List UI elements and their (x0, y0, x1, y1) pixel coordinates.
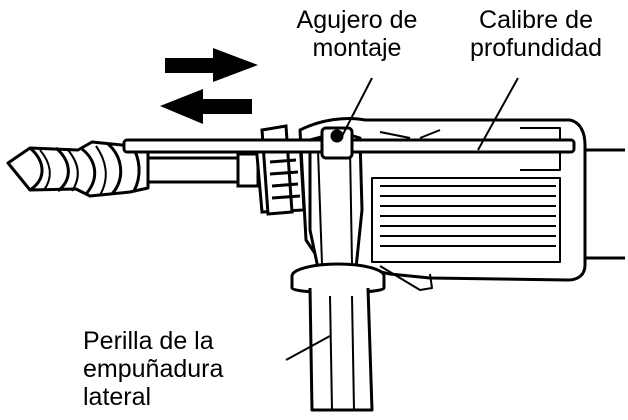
side-grip (290, 130, 386, 412)
mounting-hole-label-line-2: montaje (312, 34, 402, 62)
side-grip-knob-label-line-3: lateral (83, 383, 152, 411)
mounting-hole-label-line-1: Agujero de (296, 6, 418, 34)
side-grip-knob-label-line-2: empuñadura (83, 355, 224, 383)
depth-gauge-label-line-1: Calibre de (479, 6, 593, 34)
depth-gauge-label: Calibre de profundidad (449, 6, 623, 62)
arrow-left-icon (160, 89, 252, 124)
drill-bit (6, 140, 242, 198)
side-grip-knob-label-line-1: Perilla de la (83, 327, 214, 355)
depth-gauge-rod (122, 126, 576, 160)
leader-lines (285, 77, 519, 361)
side-grip-knob-label: Perilla de la empuñadura lateral (83, 327, 223, 411)
arrow-right-icon (165, 48, 258, 82)
mounting-hole-label: Agujero de montaje (278, 6, 436, 62)
depth-gauge-label-line-2: profundidad (469, 34, 603, 62)
